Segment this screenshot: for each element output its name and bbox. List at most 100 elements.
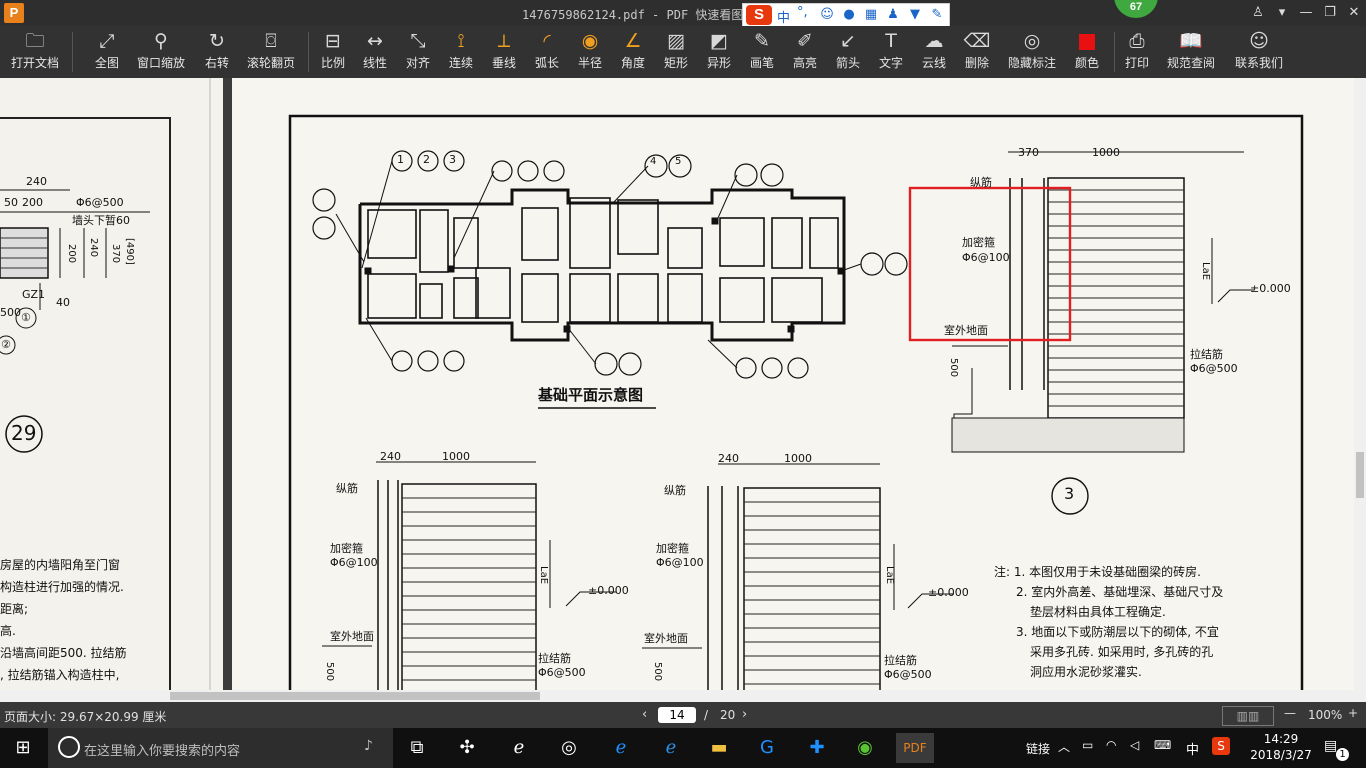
radius-button[interactable]: ◉半径 (567, 28, 613, 76)
fit-icon: ⤢ (99, 30, 115, 52)
highlight-button[interactable]: ✐高亮 (782, 28, 828, 76)
dim-label: 240 (718, 452, 739, 465)
arrow-button[interactable]: ↙箭头 (825, 28, 871, 76)
pen-button[interactable]: ✎画笔 (739, 28, 785, 76)
minimize-button[interactable]: — (1299, 5, 1313, 20)
browser-g-icon[interactable]: G (760, 737, 774, 758)
battery-icon[interactable]: ▭ (1082, 738, 1094, 752)
cloud-line-button[interactable]: ☁云线 (911, 28, 957, 76)
note-line: 采用多孔砖. 如采用时, 多孔砖的孔 (1030, 645, 1214, 659)
label: 拉结筋 (538, 652, 571, 665)
sogou-logo-icon[interactable]: S (746, 5, 772, 25)
tray-expand-icon[interactable]: ︿ (1058, 740, 1071, 754)
folder-icon: 🗀 (25, 30, 45, 52)
note-line: 构造柱进行加强的情况. (0, 580, 124, 594)
account-icon[interactable]: ♙ (1252, 5, 1264, 20)
touch-keyboard-icon[interactable]: ⌨ (1154, 738, 1172, 752)
menu-dropdown-icon[interactable]: ▾ (1278, 5, 1286, 20)
current-page-drawing (288, 114, 1304, 690)
task-view-icon[interactable]: ⧉ (410, 737, 424, 758)
score-badge[interactable]: 67 (1114, 0, 1158, 18)
arc-icon: ◜ (543, 30, 551, 52)
prev-page-icon[interactable]: ‹ (642, 707, 648, 722)
ime-punct[interactable]: °, (797, 5, 808, 20)
user-icon[interactable]: ♟ (887, 7, 899, 22)
label: Φ6@100 (962, 251, 1010, 264)
label: Φ6@500 (884, 668, 932, 681)
dim-label: 370 (110, 244, 121, 264)
hide-annotations-button[interactable]: ◎隐藏标注 (1007, 30, 1056, 70)
document-viewport[interactable]: 240 50 200 Φ6@500 墙头下暂60 200 240 370 [49… (0, 78, 1354, 690)
horizontal-scroll-thumb[interactable] (170, 692, 540, 700)
continuous-measure-button[interactable]: ⟟连续 (438, 28, 484, 76)
arc-length-button[interactable]: ◜弧长 (524, 28, 570, 76)
note-line: 高. (0, 624, 16, 638)
smile-icon[interactable]: ☺ (820, 7, 834, 22)
pdf-viewer-taskbar-icon[interactable]: PDF (896, 733, 934, 763)
wheel-page-button[interactable]: ⌼滚轮翻页 (246, 30, 295, 70)
view-mode-icon[interactable]: ▥▥ (1222, 706, 1274, 726)
pinwheel-app-icon[interactable]: ✣ (459, 737, 475, 758)
vertical-scroll-thumb[interactable] (1356, 452, 1364, 498)
window-title: 1476759862124.pdf - PDF 快速看图 v1.9 (522, 8, 780, 22)
app-logo-icon: P (4, 3, 24, 23)
print-button[interactable]: ⎙打印 (1114, 28, 1160, 76)
microphone-icon[interactable]: ♪ (364, 738, 373, 754)
mic-icon[interactable]: ● (843, 7, 855, 22)
volume-icon[interactable]: ◁ (1130, 738, 1140, 752)
main-toolbar: 🗀打开文档 ⤢全图 ⚲窗口缩放 ↻右转 ⌼滚轮翻页 ⊟比例 ↔线性 ⤡对齐 ⟟连… (0, 26, 1366, 78)
ime-toolbar[interactable]: S 中 °, ☺ ● ▦ ♟ ▼ ✎ (742, 3, 950, 27)
keyboard-icon[interactable]: ▦ (864, 7, 878, 22)
wrench-icon[interactable]: ✎ (931, 7, 943, 22)
color-button[interactable]: 颜色 (1064, 28, 1110, 76)
rotate-right-button[interactable]: ↻右转 (194, 28, 240, 76)
windows-start-icon[interactable]: ⊞ (15, 737, 31, 758)
sogou-tray-icon[interactable]: S (1212, 737, 1230, 755)
note-line: 沿墙高间距500. 拉结筋 (0, 646, 127, 660)
ie-browser-icon[interactable]: ℯ (513, 737, 525, 758)
link-label[interactable]: 链接 (1026, 742, 1051, 756)
notification-icon[interactable]: ▤ (1324, 738, 1338, 754)
delete-button[interactable]: ⌫删除 (954, 28, 1000, 76)
rectangle-area-button[interactable]: ▨矩形 (653, 28, 699, 76)
angle-button[interactable]: ∠角度 (610, 28, 656, 76)
zoom-in-button[interactable]: + (1348, 706, 1359, 720)
ime-mode[interactable]: 中 (777, 11, 791, 26)
fit-all-button[interactable]: ⤢全图 (84, 28, 130, 76)
system-clock[interactable]: 14:29 2018/3/27 (1246, 731, 1316, 763)
polygon-area-button[interactable]: ◩异形 (696, 28, 742, 76)
align-measure-button[interactable]: ⤡对齐 (395, 28, 441, 76)
label: 拉结筋 (1190, 348, 1223, 361)
shirt-icon[interactable]: ▼ (910, 7, 920, 22)
taskbar-search[interactable]: 在这里输入你要搜索的内容 ♪ (48, 728, 393, 768)
internet-explorer-icon[interactable]: ℯ (665, 737, 677, 758)
plus-app-icon[interactable]: ✚ (809, 737, 825, 758)
window-zoom-button[interactable]: ⚲窗口缩放 (136, 30, 185, 70)
wifi-icon[interactable]: ◠ (1106, 738, 1117, 752)
linear-measure-button[interactable]: ↔线性 (352, 28, 398, 76)
zoom-out-button[interactable]: — (1284, 706, 1296, 720)
vertical-scrollbar[interactable] (1354, 78, 1366, 690)
green-app-icon[interactable]: ◉ (857, 737, 873, 758)
callout-label: 4 (650, 156, 657, 167)
spec-lookup-button[interactable]: 📖规范查阅 (1166, 30, 1215, 70)
page-number-input[interactable]: 14 (658, 707, 696, 723)
scale-button[interactable]: ⊟比例 (310, 28, 356, 76)
spiral-app-icon[interactable]: ◎ (561, 737, 577, 758)
perpendicular-button[interactable]: ⟂垂线 (481, 28, 527, 76)
align-icon: ⤡ (410, 30, 426, 52)
edge-icon[interactable]: ℯ (615, 737, 627, 758)
dim-label: 500 (0, 306, 21, 319)
restore-button[interactable]: ❐ (1324, 5, 1336, 20)
open-document-button[interactable]: 🗀打开文档 (10, 30, 59, 70)
dim-label: [490] (124, 238, 135, 265)
contact-us-button[interactable]: ☺联系我们 (1234, 30, 1283, 70)
next-page-icon[interactable]: › (742, 707, 748, 722)
file-explorer-icon[interactable]: ▬ (710, 737, 728, 758)
rotate-icon: ↻ (209, 30, 225, 52)
label: 加密箍 (656, 542, 689, 555)
horizontal-scrollbar[interactable] (0, 690, 1366, 702)
ime-indicator[interactable]: 中 (1186, 743, 1200, 758)
close-button[interactable]: ✕ (1348, 5, 1360, 20)
